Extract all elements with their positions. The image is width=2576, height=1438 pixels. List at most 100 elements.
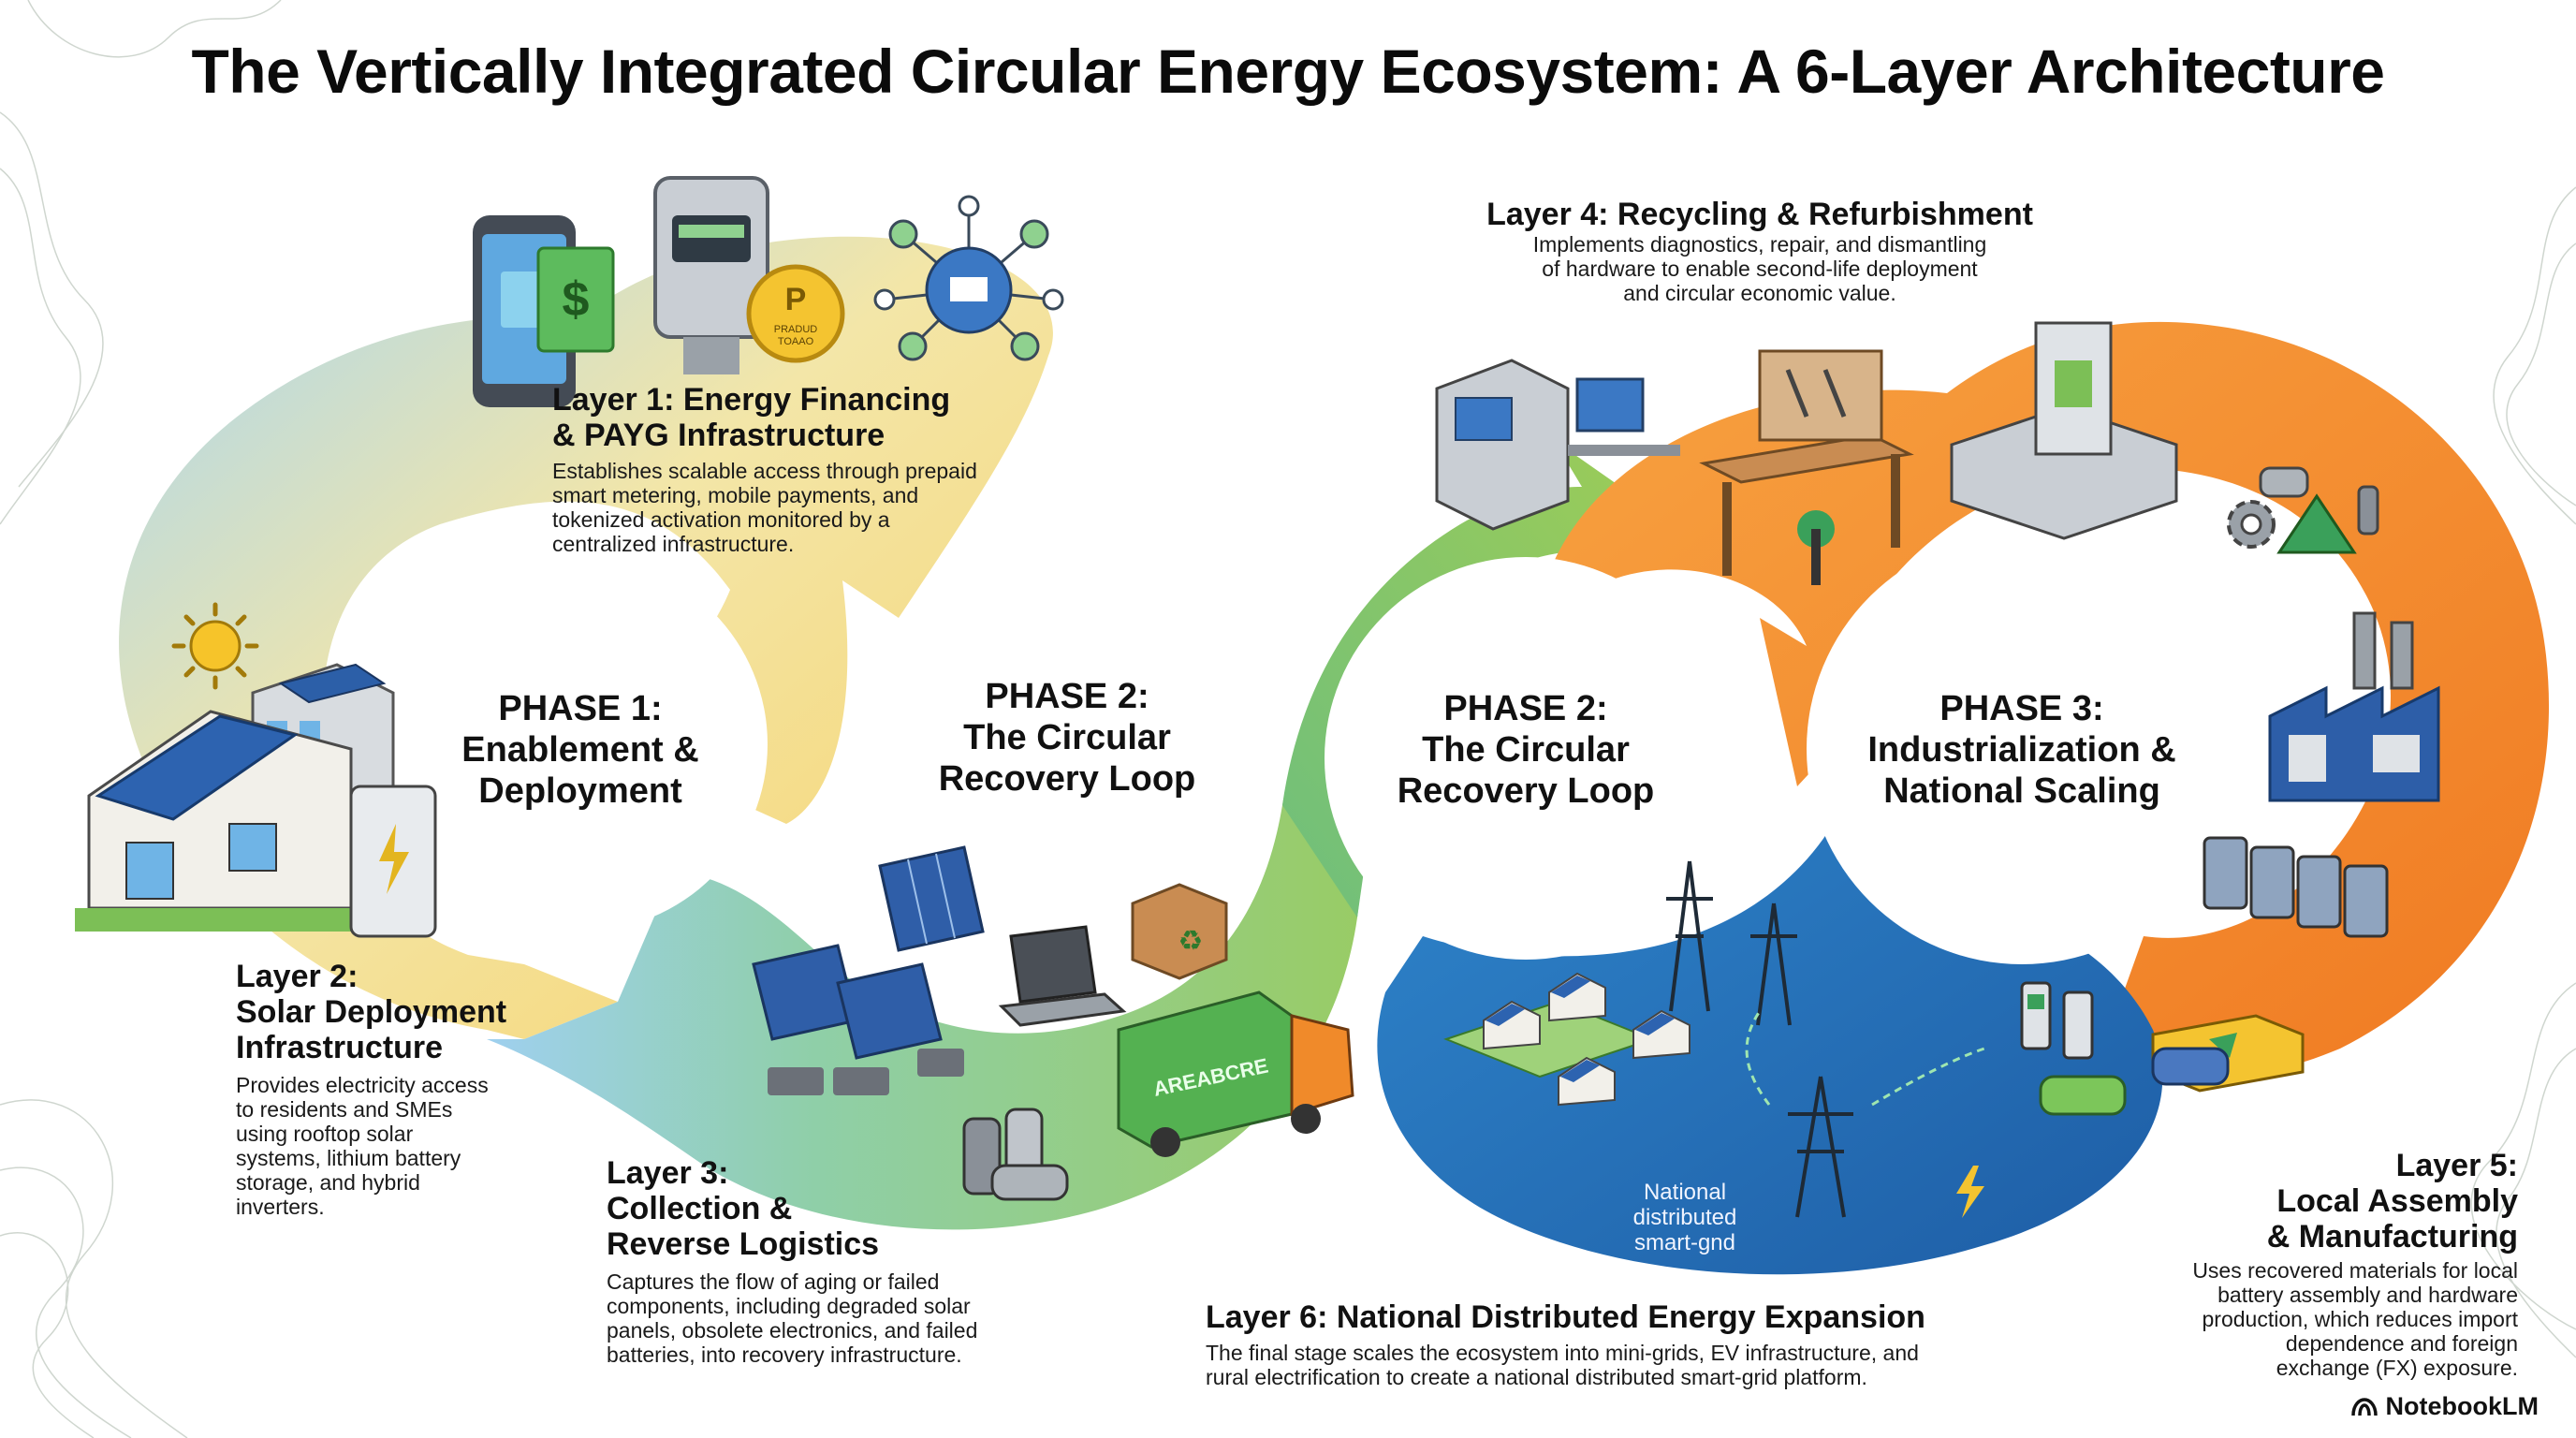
layer5-body-line3: production, which reduces import	[2202, 1307, 2519, 1331]
phase3-line3: National Scaling	[1883, 771, 2160, 811]
layer1-heading: Layer 1: Energy Financing	[552, 382, 951, 418]
transmission-tower-icon	[1666, 860, 1853, 1218]
layer6-body-line2: rural electrification to create a nation…	[1206, 1365, 1867, 1389]
layer4-heading: Layer 4: Recycling & Refurbishment	[1486, 197, 2033, 232]
layer6-heading: Layer 6: National Distributed Energy Exp…	[1206, 1299, 1925, 1335]
ev-charger-icon	[2020, 981, 2094, 1060]
grid-label-line3: smart-gnd	[1633, 1230, 1736, 1255]
page-title: The Vertically Integrated Circular Energ…	[191, 37, 2385, 106]
smart-meter-icon	[653, 176, 769, 374]
phase1-line2: Enablement &	[461, 730, 699, 770]
electronic-parts-icon	[768, 1049, 964, 1095]
layer3-body-line1: Captures the flow of aging or failed	[607, 1269, 940, 1294]
scrap-pile-icon	[2259, 466, 2379, 554]
recycle-box-icon: ♻	[1131, 883, 1228, 980]
layer4-body-line1: Implements diagnostics, repair, and dism…	[1532, 232, 1987, 257]
grid-label: National distributed smart-gnd	[1591, 1180, 1778, 1255]
layer2-body-line6: inverters.	[236, 1195, 325, 1219]
layer4-block: Layer 4: Recycling & Refurbishment Imple…	[1479, 197, 2041, 305]
solar-panel-icon	[752, 944, 943, 1060]
phase1-line3: Deployment	[478, 771, 682, 811]
repair-bench-icon	[1699, 349, 1914, 585]
layer2-block: Layer 2: Solar Deployment Infrastructure…	[236, 959, 554, 1219]
layer2-body-line3: using rooftop solar	[236, 1122, 414, 1146]
grid-arrows	[1745, 1010, 1985, 1107]
phase3-line1: PHASE 3:	[1939, 689, 2104, 728]
phase1-circle	[393, 557, 768, 932]
phase3-line2: Industrialization &	[1867, 730, 2176, 770]
layer5-heading-line3: & Manufacturing	[2266, 1219, 2518, 1255]
phase1-label: PHASE 1: Enablement & Deployment	[412, 688, 749, 812]
layer3-heading-line3: Reverse Logistics	[607, 1226, 880, 1262]
svg-text:P: P	[785, 282, 807, 317]
layer5-body-line1: Uses recovered materials for local	[2192, 1258, 2518, 1283]
layer6-block: Layer 6: National Distributed Energy Exp…	[1206, 1299, 2048, 1389]
layer2-body-line4: systems, lithium battery	[236, 1146, 461, 1170]
layer2-body-line5: storage, and hybrid	[236, 1170, 420, 1195]
laptop-icon	[998, 925, 1127, 1027]
svg-text:TOAAO: TOAAO	[778, 336, 814, 347]
phase1-ring	[119, 236, 1053, 1040]
phase2-left-line1: PHASE 2:	[985, 677, 1149, 716]
brand-logo-icon	[2350, 1397, 2378, 1416]
battery-cell-icon	[962, 1108, 1069, 1201]
layer2-body-line2: to residents and SMEs	[236, 1097, 453, 1122]
truck-icon: AREABCRE	[1117, 990, 1354, 1157]
layer5-body-line4: dependence and foreign	[2285, 1331, 2518, 1356]
phase2-right-line2: The Circular	[1422, 730, 1630, 770]
phase2-left-line2: The Circular	[963, 718, 1171, 757]
solar-panel-icon	[878, 845, 985, 952]
phase3-label: PHASE 3: Industrialization & National Sc…	[1835, 688, 2209, 812]
layer2-heading-line2: Solar Deployment	[236, 994, 507, 1030]
battery-pack-icon	[2203, 836, 2389, 938]
phase2-left-line3: Recovery Loop	[938, 759, 1196, 799]
layer1-body-line1: Establishes scalable access through prep…	[552, 459, 977, 483]
svg-text:$: $	[563, 272, 590, 327]
layer1-body-line2: smart metering, mobile payments, and	[552, 483, 919, 507]
layer5-heading: Layer 5:	[2395, 1148, 2518, 1183]
layer6-body-line1: The final stage scales the ecosystem int…	[1206, 1341, 1919, 1365]
phase2-left-label: PHASE 2: The Circular Recovery Loop	[899, 676, 1236, 800]
battery-storage-icon	[349, 785, 437, 938]
layer3-body-line4: batteries, into recovery infrastructure.	[607, 1343, 962, 1367]
phase6-blue-region	[1377, 749, 2163, 1275]
layer5-block: Layer 5: Local Assembly & Manufacturing …	[2106, 1148, 2518, 1380]
layer3-block: Layer 3: Collection & Reverse Logistics …	[607, 1155, 1131, 1367]
phase3-circle	[1807, 534, 2237, 964]
phase1-line1: PHASE 1:	[498, 689, 663, 728]
grid-label-line2: distributed	[1632, 1205, 1737, 1230]
grid-label-line1: National	[1643, 1180, 1727, 1205]
svg-text:♻: ♻	[1178, 925, 1204, 958]
layer4-body-line2: of hardware to enable second-life deploy…	[1542, 257, 1978, 281]
network-hub-icon	[873, 195, 1064, 361]
gear-icon	[2227, 500, 2276, 549]
phase2-right-circle	[1325, 557, 1727, 960]
house-solar-icon	[75, 710, 374, 932]
brand-badge: NotebookLM	[2350, 1392, 2539, 1421]
layer1-heading-line2: & PAYG Infrastructure	[552, 418, 886, 453]
brand-name: NotebookLM	[2385, 1392, 2539, 1420]
layer5-heading-line2: Local Assembly	[2276, 1183, 2518, 1219]
layer5-body-line5: exchange (FX) exposure.	[2276, 1356, 2518, 1380]
coin-icon: P PRADUD TOAAO	[746, 264, 845, 363]
phase2-right-line3: Recovery Loop	[1397, 771, 1655, 811]
layer3-heading: Layer 3:	[607, 1155, 729, 1191]
layer4-body-line3: and circular economic value.	[1623, 281, 1896, 305]
layer2-heading-line3: Infrastructure	[236, 1030, 444, 1065]
phase2-right-label: PHASE 2: The Circular Recovery Loop	[1357, 688, 1694, 812]
svg-text:PRADUD: PRADUD	[774, 324, 818, 335]
cash-icon: $	[536, 246, 615, 353]
layer2-body-line1: Provides electricity access	[236, 1073, 489, 1097]
layer5-body-line2: battery assembly and hardware	[2217, 1283, 2518, 1307]
phase2-right-line1: PHASE 2:	[1443, 689, 1608, 728]
layer2-heading: Layer 2:	[236, 959, 359, 994]
layer1-body-line4: centralized infrastructure.	[552, 532, 795, 556]
layer1-body-line3: tokenized activation monitored by a	[552, 507, 890, 532]
layer3-body-line2: components, including degraded solar	[607, 1294, 971, 1318]
sun-icon	[171, 602, 259, 690]
car-icon	[2039, 1047, 2230, 1116]
factory-icon	[2268, 611, 2440, 802]
